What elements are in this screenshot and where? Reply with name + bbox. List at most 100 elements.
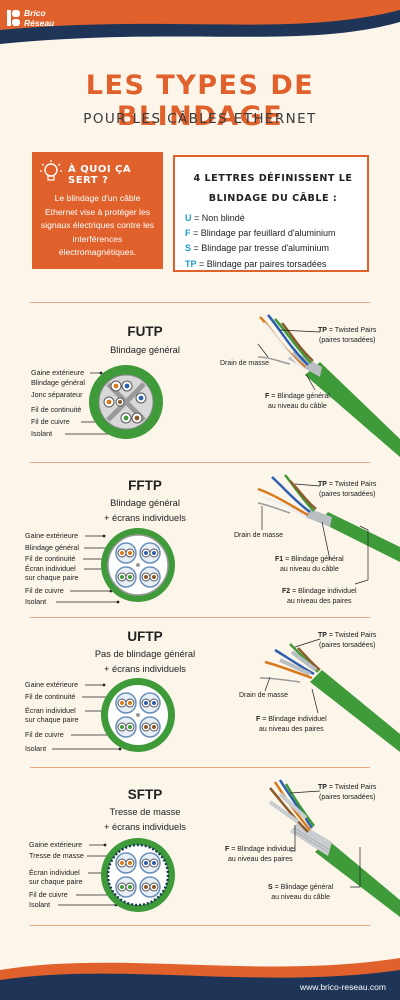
- letter-value: = Non blindé: [191, 213, 245, 223]
- f2-value: = Blindage individuel: [290, 588, 357, 595]
- tp-key: TP: [318, 481, 327, 488]
- sftp-cable-image: [268, 779, 400, 917]
- tp-value: = Twisted Pairs: [326, 327, 377, 334]
- page-title: LES TYPES DE BLINDAGE: [85, 70, 315, 132]
- label-isolant: Isolant: [29, 900, 51, 909]
- label-ecran-individuel: Écran individuel: [25, 564, 76, 573]
- brand-logo[interactable]: Brico Réseau: [6, 7, 76, 29]
- label-fil-cuivre: Fil de cuivre: [25, 586, 64, 595]
- letter-value: = Blindage par feuillard d'aluminium: [190, 228, 336, 239]
- section-subtitle: Blindage général: [110, 345, 180, 355]
- section-subtitle-1: Tresse de masse: [109, 807, 181, 817]
- divider: [30, 302, 370, 303]
- f-line2: au niveau des paires: [228, 856, 293, 863]
- divider: [30, 462, 370, 463]
- letters-title: 4 LETTRES DÉFINISSENT LE BLINDAGE DU CÂB…: [175, 169, 371, 209]
- section-subtitle-1: Blindage général: [110, 498, 180, 508]
- tp-line2: (paires torsadées): [319, 491, 376, 498]
- letter-value: = Blindage par paires torsadées: [196, 258, 327, 269]
- f-key: F: [265, 393, 270, 400]
- tp-key: TP: [318, 632, 327, 639]
- section-fftp: FFTP Blindage général + écrans individue…: [0, 462, 400, 617]
- uftp-right-leaders: [264, 638, 321, 714]
- s-line2: au niveau du câble: [271, 894, 330, 901]
- purpose-text: Le blindage d'un câble Ethernet vise à p…: [40, 193, 155, 257]
- f-value: = Blindage général: [269, 393, 330, 400]
- label-gaine-exterieure: Gaine extérieure: [31, 368, 85, 377]
- tp-label: TP = Twisted Pairs (paires torsadées): [318, 631, 376, 651]
- tp-label: TP = Twisted Pairs (paires torsadées): [318, 783, 376, 803]
- logo-line1: Brico: [24, 8, 46, 18]
- section-sftp: SFTP Tresse de masse + écrans individuel…: [0, 767, 400, 925]
- section-title: UFTP: [127, 629, 163, 644]
- f2-line2: au niveau des paires: [286, 598, 352, 605]
- label-ecran-individuel: Écran individuel: [29, 868, 80, 877]
- sftp-cross-section: [101, 838, 175, 912]
- section-title: FUTP: [127, 324, 163, 339]
- f-value: = Blindage individuel: [260, 716, 327, 723]
- section-uftp: UFTP Pas de blindage général + écrans in…: [0, 617, 400, 767]
- tp-value: = Twisted Pairs: [326, 784, 377, 791]
- letter-key: TP: [185, 258, 197, 269]
- f-label: F = Blindage individuel au niveau des pa…: [225, 845, 296, 865]
- letters-list: U = Non blindé F = Blindage par feuillar…: [185, 211, 336, 272]
- label-sur-chaque-paire: sur chaque paire: [25, 573, 79, 582]
- section-subtitle-2: + écrans individuels: [104, 664, 186, 674]
- letter-key: S: [185, 243, 192, 254]
- section-futp: FUTP Blindage général Gaine extérieure B…: [0, 302, 400, 462]
- f-key: F: [256, 716, 261, 723]
- section-title: SFTP: [127, 787, 163, 802]
- lightbulb-icon: [40, 160, 62, 181]
- tp-label: TP = Twisted Pairs (paires torsadées): [318, 326, 376, 346]
- label-gaine-exterieure: Gaine extérieure: [25, 680, 79, 689]
- label-blindage-general: Blindage général: [25, 543, 79, 552]
- section-subtitle-2: + écrans individuels: [104, 822, 186, 832]
- uftp-cable-image: [259, 643, 400, 752]
- letters-title-line1: 4 LETTRES DÉFINISSENT LE: [193, 173, 353, 184]
- letter-item: TP = Blindage par paires torsadées: [185, 257, 336, 272]
- label-fil-cuivre: Fil de cuivre: [31, 417, 70, 426]
- divider: [30, 617, 370, 618]
- logo-line2: Réseau: [24, 18, 55, 28]
- f1-key: F1: [275, 556, 284, 563]
- fftp-right-leaders: [261, 483, 369, 585]
- f-key: F: [225, 846, 230, 853]
- label-jonc-separateur: Jonc séparateur: [31, 390, 83, 399]
- f2-key: F2: [282, 588, 291, 595]
- s-label: S = Blindage général au niveau du câble: [268, 883, 333, 903]
- label-fil-continuite: Fil de continuité: [25, 692, 76, 701]
- letter-item: U = Non blindé: [185, 211, 336, 226]
- letter-item: S = Blindage par tresse d'aluminium: [185, 241, 336, 256]
- drain-label: Drain de masse: [234, 532, 284, 539]
- logo-icon: [7, 10, 20, 26]
- divider: [30, 767, 370, 768]
- label-isolant: Isolant: [25, 744, 47, 753]
- tp-line2: (paires torsadées): [319, 794, 376, 801]
- label-fil-continuite: Fil de continuité: [31, 405, 82, 414]
- f1-value: = Blindage général: [283, 556, 344, 563]
- f2-label: F2 = Blindage individuel au niveau des p…: [282, 587, 357, 607]
- label-fil-continuite: Fil de continuité: [25, 554, 76, 563]
- f-line2: au niveau des paires: [259, 726, 324, 733]
- s-value: = Blindage général: [272, 884, 334, 891]
- uftp-cross-section: [101, 678, 175, 752]
- letter-key: U: [185, 213, 192, 223]
- label-fil-cuivre: Fil de cuivre: [29, 890, 68, 899]
- divider: [30, 925, 370, 926]
- f1-label: F1 = Blindage général au niveau du câble: [275, 555, 344, 575]
- purpose-box: À QUOI ÇA SERT ? Le blindage d'un câble …: [32, 152, 163, 269]
- section-subtitle-2: + écrans individuels: [104, 513, 186, 523]
- letters-box: 4 LETTRES DÉFINISSENT LE BLINDAGE DU CÂB…: [173, 155, 369, 272]
- tp-line2: (paires torsadées): [319, 337, 376, 344]
- letters-title-line2: BLINDAGE DU CÂBLE :: [208, 193, 338, 204]
- tp-key: TP: [318, 327, 327, 334]
- section-subtitle-1: Pas de blindage général: [94, 649, 196, 659]
- footer-url[interactable]: www.brico-reseau.com: [300, 982, 386, 992]
- label-ecran-individuel: Écran individuel: [25, 706, 76, 715]
- f-line2: au niveau du câble: [268, 403, 327, 410]
- label-fil-cuivre: Fil de cuivre: [25, 730, 64, 739]
- label-gaine-exterieure: Gaine extérieure: [25, 531, 79, 540]
- f-label: F = Blindage individuel au niveau des pa…: [256, 715, 327, 735]
- sftp-right-leaders: [289, 790, 361, 888]
- letter-value: = Blindage par tresse d'aluminium: [191, 243, 330, 254]
